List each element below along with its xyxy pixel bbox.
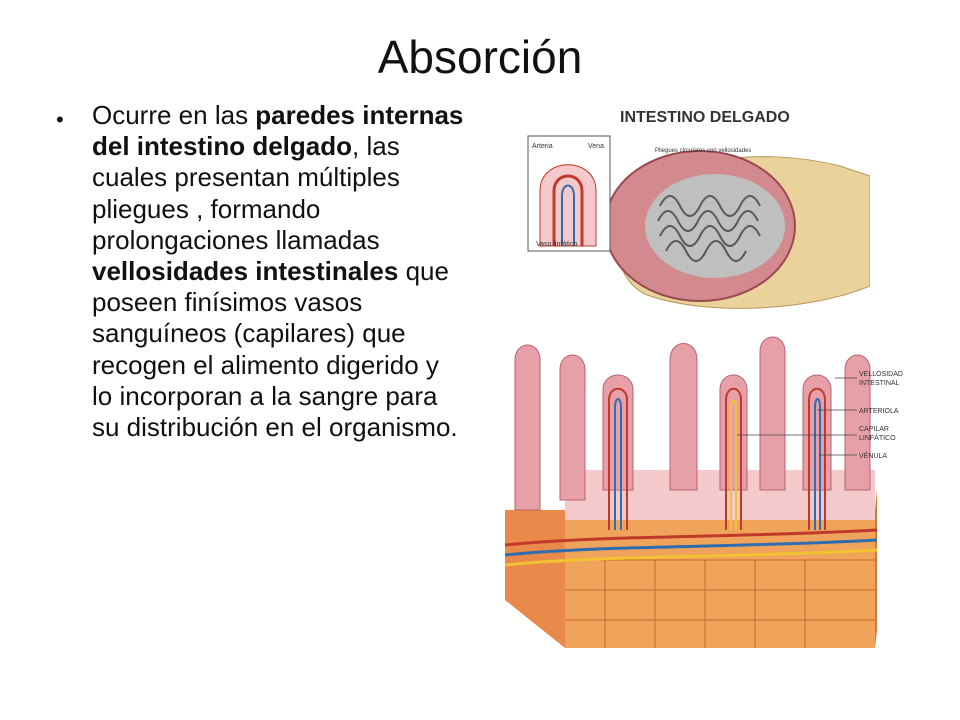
- label-arteriola: ARTERIOLA: [859, 408, 899, 415]
- label-capilar-2: LINFÁTICO: [859, 433, 896, 442]
- text-run-3: que poseen finísimos vasos sanguíneos (c…: [92, 256, 458, 443]
- villi-illustration: VELLOSIDAD INTESTINAL ARTERIOLA CAPILAR …: [504, 336, 903, 648]
- label-vellosidad-2: INTESTINAL: [859, 380, 900, 387]
- label-capilar-1: CAPILAR: [859, 426, 889, 433]
- label-vaso: Vaso linfático: [536, 241, 577, 248]
- label-vena: Vena: [588, 143, 604, 150]
- label-venula: VÉNULA: [859, 451, 887, 460]
- bullet-paragraph: • Ocurre en las paredes internas del int…: [56, 100, 466, 443]
- label-arteria: Arteria: [532, 143, 553, 150]
- label-leaders: [737, 377, 857, 456]
- bold-run-2: vellosidades intestinales: [92, 256, 399, 287]
- intestine-lumen: [645, 174, 785, 278]
- block-muscle-layer: [565, 510, 875, 648]
- block-muscle-front: [505, 510, 565, 648]
- submucosa-lymph: [504, 548, 878, 567]
- inset-artery: [552, 174, 584, 246]
- text-run-1: Ocurre en las: [92, 100, 256, 130]
- submucosa-artery: [504, 528, 878, 547]
- inset-vein: [561, 184, 575, 246]
- intestine-illustration: INTESTINO DELGADO Arteria Vena Vaso linf…: [527, 109, 870, 309]
- slide-title: Absorción: [377, 31, 583, 83]
- bold-run-1: paredes internas del intestino delgado: [92, 100, 464, 162]
- block-muscle-right: [875, 490, 877, 648]
- label-vellosidad-1: VELLOSIDAD: [859, 371, 903, 378]
- circular-folds: [657, 195, 761, 262]
- text-run-2: , las cuales presentan múltiples pliegue…: [92, 131, 400, 255]
- label-pliegues: Pliegues circulares con vellosidades: [655, 148, 751, 154]
- bullet-text: Ocurre en las paredes internas del intes…: [92, 100, 466, 443]
- intestine-title: INTESTINO DELGADO: [620, 109, 790, 126]
- muscle-texture: [565, 559, 875, 648]
- villus-vessels: [608, 387, 826, 530]
- villi: [514, 336, 871, 511]
- bullet-dot-icon: •: [56, 107, 64, 132]
- submucosa-vein: [504, 538, 878, 557]
